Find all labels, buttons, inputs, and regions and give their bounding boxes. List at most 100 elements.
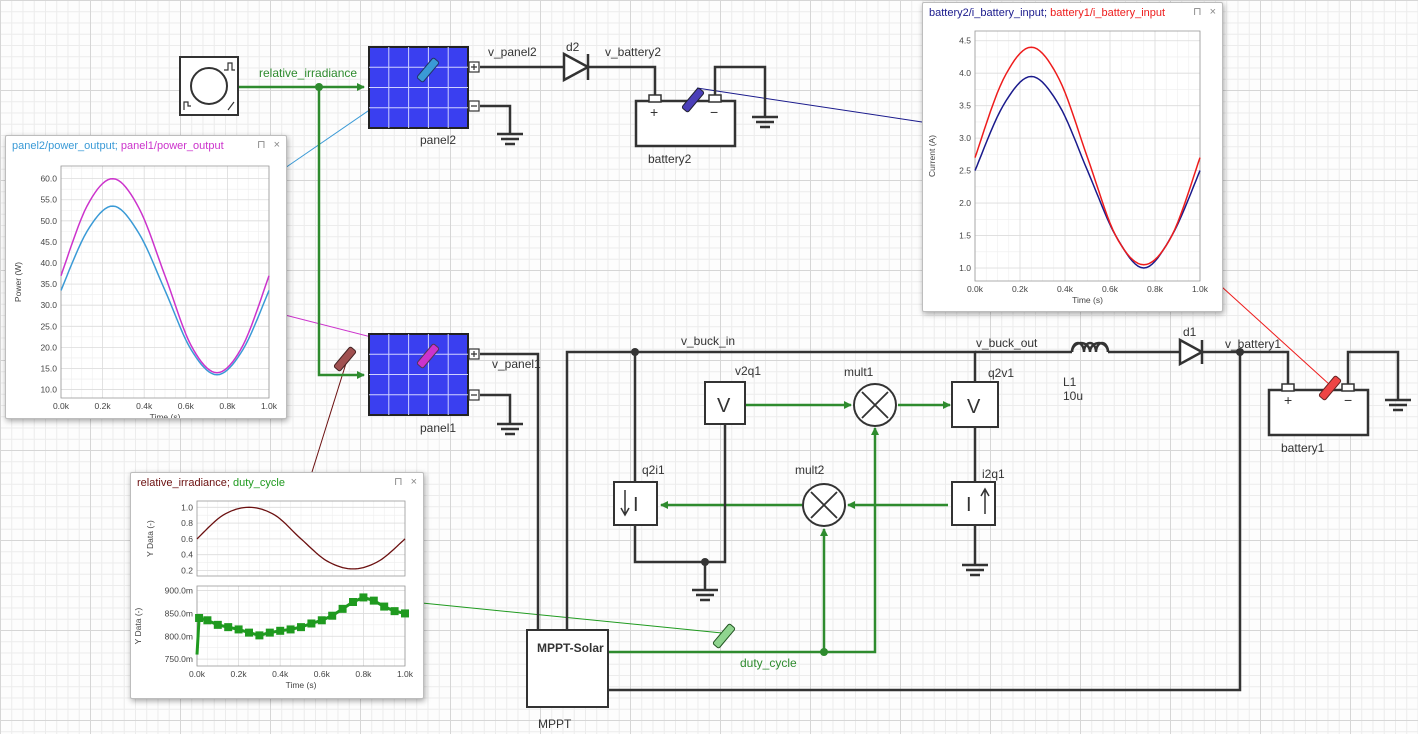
close-icon[interactable]: × xyxy=(410,476,417,488)
y-tick-label: 0.6 xyxy=(181,534,193,544)
data-point xyxy=(328,611,337,620)
series-line-panel1-power-output xyxy=(60,177,270,374)
source-icon[interactable] xyxy=(179,56,239,116)
power-wires[interactable] xyxy=(480,65,1400,692)
scope-title: relative_irradiance; duty_cycle xyxy=(137,477,285,489)
data-point xyxy=(195,614,204,622)
y-tick-label: 0.2 xyxy=(181,565,193,575)
y-tick-label: 3.0 xyxy=(959,133,971,143)
mult1-label: mult1 xyxy=(844,365,874,379)
inductor-icon[interactable] xyxy=(1070,341,1110,353)
panel2-label: panel2 xyxy=(420,133,456,147)
x-tick-label: 0.0k xyxy=(967,284,984,294)
y-axis-label: Current (A) xyxy=(927,135,937,177)
y-tick-label: 0.8 xyxy=(181,518,193,528)
y-tick-label: 850.0m xyxy=(165,608,193,618)
data-point xyxy=(276,626,285,635)
legend-battery2: battery2/i_battery_input xyxy=(929,7,1044,19)
scope-irradiance-duty[interactable]: relative_irradiance; duty_cycle ⊓ × 0.2 0.… xyxy=(130,472,424,699)
x-tick-label: 0.4k xyxy=(136,401,153,411)
data-point xyxy=(203,616,212,625)
multiplier-icon[interactable] xyxy=(802,483,846,527)
x-tick-label: 0.0k xyxy=(189,669,206,679)
legend-separator: ; xyxy=(226,477,234,489)
voltage-sensor-icon[interactable] xyxy=(951,381,999,428)
v-panel1-label: v_panel1 xyxy=(492,357,541,371)
ground-icon xyxy=(497,115,1411,602)
data-point xyxy=(297,623,305,632)
probe-line xyxy=(696,87,923,123)
mppt-block[interactable] xyxy=(526,629,609,708)
current-source-icon[interactable] xyxy=(951,481,996,526)
i2q1-symbol: I xyxy=(966,494,972,516)
battery2-label: battery2 xyxy=(648,152,692,166)
probe-icon[interactable] xyxy=(333,346,357,372)
solar-panel-icon[interactable] xyxy=(368,46,469,129)
legend-panel1: panel1/power_output xyxy=(120,140,224,152)
y-tick-label: 2.0 xyxy=(959,198,971,208)
scope-panel-power[interactable]: panel2/power_output; panel1/power_output… xyxy=(5,135,287,419)
battery-icon[interactable] xyxy=(1267,383,1370,437)
y-tick-label: 800.0m xyxy=(165,631,193,641)
pin-icon[interactable]: ⊓ xyxy=(1192,6,1202,18)
x-tick-label: 0.6k xyxy=(314,669,331,679)
pin-icon[interactable]: ⊓ xyxy=(393,476,403,488)
legend-battery1: battery1/i_battery_input xyxy=(1050,7,1166,19)
probe-icon[interactable] xyxy=(1318,375,1342,401)
data-point xyxy=(307,619,316,628)
data-point xyxy=(338,604,347,613)
probe-icon[interactable] xyxy=(416,343,440,369)
close-icon[interactable]: × xyxy=(1209,6,1216,18)
data-point xyxy=(265,628,274,637)
y-tick-label: 750.0m xyxy=(165,654,193,664)
diode-icon[interactable] xyxy=(1178,337,1205,367)
relative-irradiance-label: relative_irradiance xyxy=(259,66,357,80)
probe-icon[interactable] xyxy=(681,87,705,113)
series-line-duty-cycle xyxy=(195,595,406,655)
multiplier-icon[interactable] xyxy=(853,383,897,427)
v-buck-in-label: v_buck_in xyxy=(681,334,735,348)
y-tick-label: 10.0 xyxy=(40,385,57,395)
y-axis-label: Power (W) xyxy=(13,262,23,302)
data-point xyxy=(245,628,253,637)
pin-icon[interactable]: ⊓ xyxy=(256,139,266,151)
data-point xyxy=(380,602,389,611)
close-icon[interactable]: × xyxy=(273,139,280,151)
q2i1-symbol: I xyxy=(633,494,639,516)
scope-battery-current[interactable]: battery2/i_battery_input; battery1/i_bat… xyxy=(922,2,1223,312)
series-line-panel2-power-output xyxy=(60,205,270,376)
y-tick-label: 55.0 xyxy=(40,195,57,205)
diode-icon[interactable] xyxy=(562,51,591,83)
mult2-label: mult2 xyxy=(795,463,825,477)
x-tick-label: 0.8k xyxy=(219,401,236,411)
mppt-block-label: MPPT-Solar xyxy=(537,641,604,655)
legend-panel2: panel2/power_output xyxy=(12,140,115,152)
x-axis-label: Time (s) xyxy=(150,412,181,418)
battery-minus: − xyxy=(710,104,718,120)
battery-plus: + xyxy=(1284,392,1292,408)
scope-title: battery2/i_battery_input; battery1/i_bat… xyxy=(929,7,1165,19)
inductor-icon xyxy=(1070,341,1110,353)
signal-wires[interactable] xyxy=(238,83,951,654)
series-line-relative-irradiance xyxy=(196,506,406,570)
legend-separator: ; xyxy=(1043,7,1051,19)
y-tick-label: 2.5 xyxy=(959,166,971,176)
y-tick-label: 1.5 xyxy=(959,231,971,241)
y-tick-label: 15.0 xyxy=(40,363,57,373)
solar-panel-icon[interactable] xyxy=(368,333,469,416)
data-point xyxy=(359,593,368,602)
y-axis-label: Y Data (-) xyxy=(133,607,143,644)
grid xyxy=(60,166,270,398)
data-point xyxy=(286,625,295,634)
l1-value: 10u xyxy=(1063,389,1083,403)
probe-icon[interactable] xyxy=(416,57,440,83)
y-tick-label: 900.0m xyxy=(165,586,193,596)
v-battery2-label: v_battery2 xyxy=(605,45,661,59)
v-battery1-label: v_battery1 xyxy=(1225,337,1281,351)
x-tick-label: 0.2k xyxy=(95,401,112,411)
probe-icon[interactable] xyxy=(712,623,736,649)
current-source-icon[interactable] xyxy=(613,481,658,526)
plot-frame xyxy=(60,165,270,399)
voltage-sensor-icon[interactable] xyxy=(704,381,746,425)
